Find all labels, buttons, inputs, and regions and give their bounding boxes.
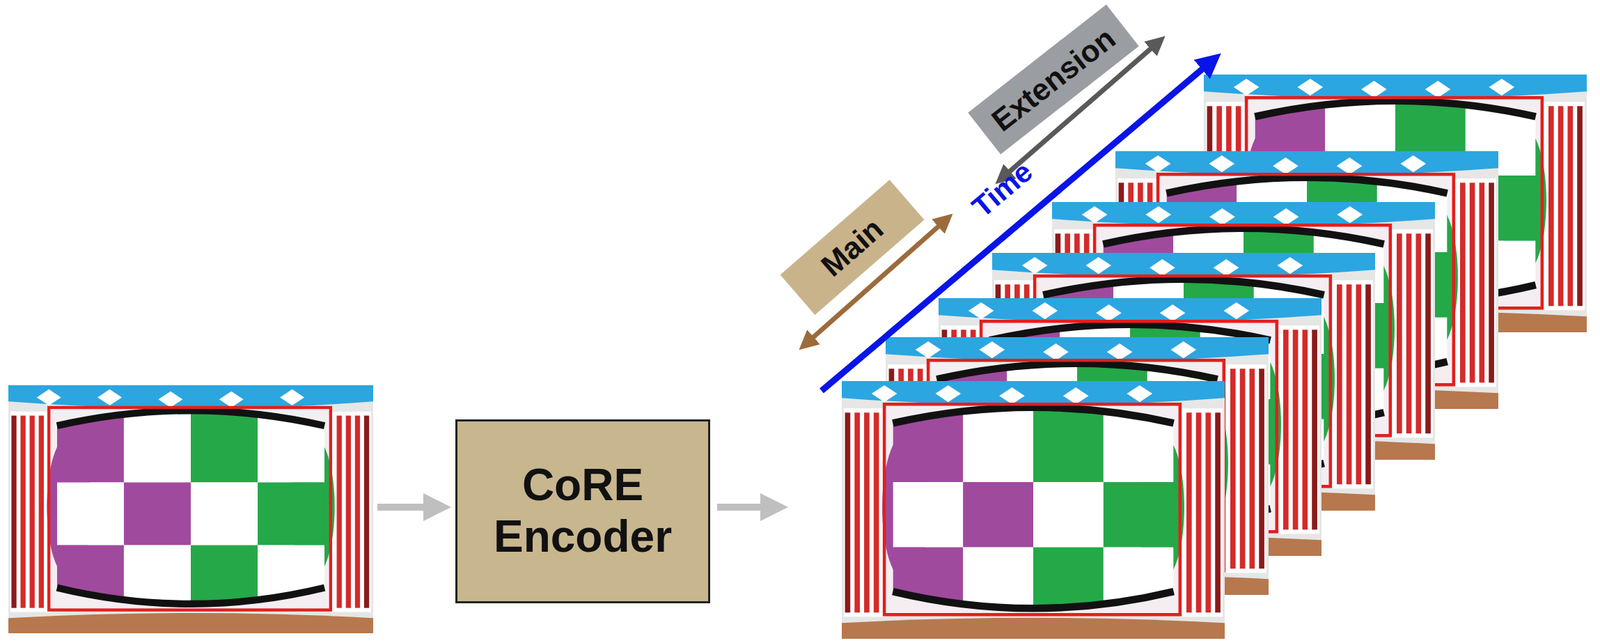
- node-text: Main: [814, 210, 891, 284]
- node-text: Extension: [985, 20, 1123, 138]
- video-frame: [841, 380, 1225, 639]
- flow-arrow: [377, 503, 438, 511]
- node-text: CoRE Encoder: [471, 459, 695, 562]
- encoder-box: CoRE Encoder: [455, 419, 711, 603]
- flow-arrow: [717, 503, 775, 511]
- input-image: [8, 385, 374, 633]
- main-band: Main: [780, 179, 925, 315]
